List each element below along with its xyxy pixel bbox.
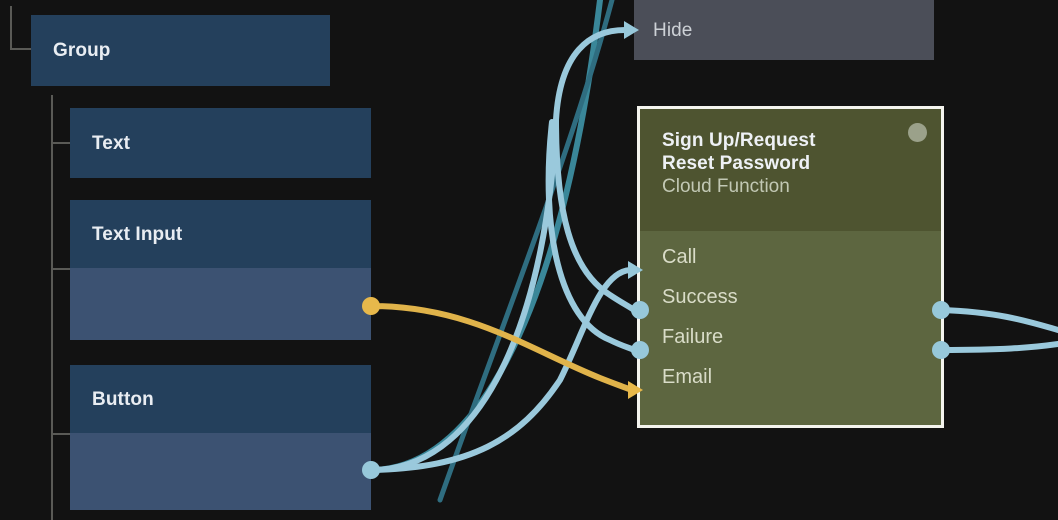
node-text[interactable]: Text — [70, 108, 371, 178]
node-text-input-body: Text — [70, 268, 371, 385]
node-hide-title: Hide — [653, 19, 693, 41]
node-button-body: Click — [70, 433, 371, 510]
tree-bracket-group-vertical — [10, 6, 12, 50]
node-text-input[interactable]: Text Input Text — [70, 200, 371, 385]
tree-child-tick-button — [51, 433, 70, 435]
port-hide-exec-input[interactable] — [624, 21, 639, 39]
wire-text-to-email — [368, 303, 635, 393]
node-text-title: Text — [92, 132, 131, 154]
port-row-call[interactable]: Call — [640, 237, 941, 277]
port-row-success[interactable]: Success — [640, 277, 941, 317]
tree-child-tick-text — [51, 142, 70, 144]
node-cloud-function-title-line-2: Reset Password — [662, 153, 811, 174]
node-hide-header[interactable]: Hide — [634, 0, 934, 60]
tree-child-vertical — [51, 95, 53, 520]
node-cloud-function[interactable]: Sign Up/Request Reset Password Cloud Fun… — [637, 106, 944, 428]
port-label-success: Success — [662, 285, 738, 308]
wire-click-to-offscreen-top — [368, 0, 603, 473]
node-group-title: Group — [53, 40, 111, 61]
port-cloud-function-output-1[interactable] — [932, 301, 950, 319]
node-cloud-function-title-line-1: Sign Up/Request — [662, 130, 816, 151]
wire-click-to-call — [368, 267, 633, 473]
wire-upper-to-failure — [545, 119, 637, 353]
port-cloud-function-output-2[interactable] — [932, 341, 950, 359]
port-cloud-function-success[interactable] — [631, 301, 649, 319]
node-button[interactable]: Button Click — [70, 365, 371, 510]
node-text-input-header[interactable]: Text Input — [70, 200, 371, 268]
wire-offscreen-top-descend — [437, 0, 615, 503]
wire-upper-to-success — [553, 117, 637, 313]
node-group-header[interactable]: Group — [31, 15, 330, 86]
node-text-input-title: Text Input — [92, 223, 183, 245]
tree-child-tick-text-input — [51, 268, 70, 270]
port-label-call: Call — [662, 245, 697, 268]
port-label-email: Email — [662, 365, 713, 388]
port-cloud-function-call[interactable] — [628, 261, 643, 279]
wire-click-to-hide — [368, 27, 628, 473]
wire-out2-to-offscreen-right — [938, 341, 1058, 353]
node-hide[interactable]: Hide — [634, 0, 934, 60]
port-label-failure: Failure — [662, 325, 724, 348]
port-cloud-function-email[interactable] — [628, 381, 643, 399]
collapse-dot-icon[interactable] — [908, 123, 927, 142]
node-button-header[interactable]: Button — [70, 365, 371, 433]
node-button-title: Button — [92, 388, 154, 410]
tree-bracket-group-tick — [10, 48, 32, 50]
node-group[interactable]: Group — [31, 15, 330, 86]
port-row-email[interactable]: Email — [640, 357, 941, 397]
port-row-failure[interactable]: Failure — [640, 317, 941, 357]
port-button-click-output[interactable] — [362, 461, 380, 479]
port-cloud-function-failure[interactable] — [631, 341, 649, 359]
node-cloud-function-subtitle: Cloud Function — [662, 176, 790, 197]
node-text-header[interactable]: Text — [70, 108, 371, 178]
wire-out1-to-offscreen-right — [938, 307, 1058, 333]
port-text-input-text-output[interactable] — [362, 297, 380, 315]
node-cloud-function-body: Call Success Failure Email — [640, 231, 941, 411]
node-cloud-function-header[interactable]: Sign Up/Request Reset Password Cloud Fun… — [640, 109, 941, 231]
